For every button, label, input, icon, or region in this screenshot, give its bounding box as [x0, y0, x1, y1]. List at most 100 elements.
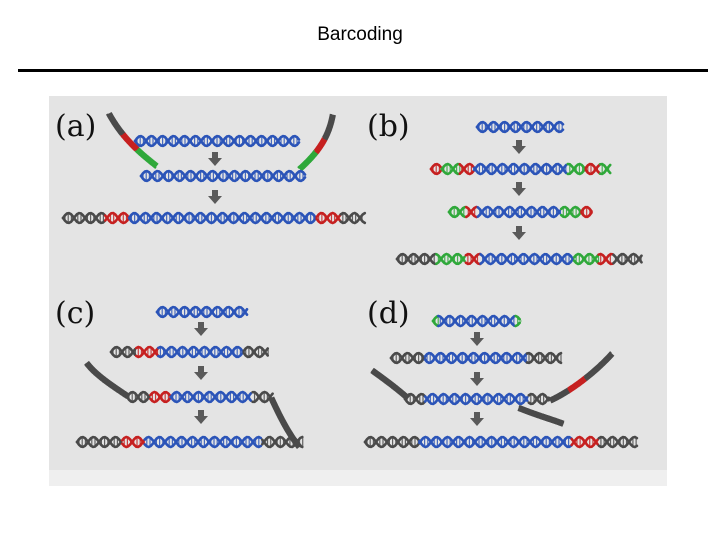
panel-b-product-segment-7 [612, 252, 643, 266]
tail-base [327, 124, 334, 128]
tail-base [402, 392, 407, 398]
tail-base [579, 379, 584, 385]
arrow-shaft [474, 412, 480, 418]
tail-base [94, 370, 100, 376]
tail-base [119, 388, 124, 394]
tail-base [123, 391, 128, 397]
tail-base [312, 151, 318, 156]
tail-base [302, 162, 308, 168]
tail-base [327, 126, 333, 130]
tail-base [555, 395, 560, 401]
strand-top [598, 162, 612, 175]
tail-base [132, 144, 138, 150]
tail-base [285, 430, 292, 435]
tail-base [518, 406, 522, 412]
strand-bottom [339, 211, 367, 225]
tail-base [284, 428, 290, 433]
tail-base [575, 382, 580, 388]
barcoding-diagram: (a) (b) (c) (d) [49, 96, 667, 486]
tail-base [116, 125, 122, 130]
strand-bottom [447, 205, 467, 219]
tail-base [108, 381, 113, 387]
title-divider [18, 69, 708, 72]
tail-base [109, 116, 115, 121]
tail-base [268, 397, 275, 402]
tail-base [564, 390, 569, 396]
strand-top [395, 252, 437, 266]
tail-base [328, 122, 334, 126]
panel-b-arrow-1 [512, 140, 526, 154]
strand-top [315, 211, 342, 225]
tail-base [110, 117, 116, 122]
tail-base [322, 137, 328, 142]
tail-base [111, 383, 117, 389]
tail-base [105, 379, 110, 385]
tail-base [578, 380, 583, 386]
panel-d-right-tail-segment-3 [583, 351, 615, 382]
strand-top [109, 345, 137, 359]
strand-bottom [418, 435, 573, 449]
tail-base [144, 155, 150, 161]
tail-base [110, 118, 116, 123]
tail-base [272, 405, 278, 410]
tail-base [520, 407, 524, 413]
panel-d-annealed [403, 392, 551, 406]
tail-base [606, 355, 612, 360]
tail-base [393, 384, 398, 390]
panel-c-product-segment-1 [75, 435, 123, 449]
tail-base [143, 153, 148, 159]
tail-base [95, 371, 101, 377]
strand-top [423, 392, 529, 406]
panel-d-vector-insert-segment-2 [423, 351, 529, 365]
panel-d-right-tail-segment-2 [567, 375, 587, 394]
panel-b-amplicon-segment-3 [476, 205, 562, 219]
panel-a-left-tail-segment-3 [105, 111, 126, 136]
arrow-shaft [516, 140, 522, 146]
tail-base [599, 362, 604, 368]
arrow-head [512, 232, 526, 240]
strand-top [572, 252, 600, 266]
tail-base [121, 390, 127, 396]
tail-base [133, 145, 139, 151]
tail-base [145, 156, 151, 161]
tail-base [531, 411, 535, 417]
tail-base [273, 407, 279, 411]
strand-top [447, 205, 467, 219]
tail-base [275, 410, 281, 415]
tail-base [536, 413, 540, 419]
panel-d-annealed-segment-3 [527, 392, 551, 406]
panel-c-cut-segment-2 [149, 390, 172, 404]
tail-base [568, 387, 573, 393]
tail-base [84, 360, 90, 366]
tail-base [603, 359, 608, 364]
strand-bottom [570, 435, 599, 449]
tail-base [274, 409, 280, 414]
tail-base [283, 426, 289, 431]
tail-base [96, 372, 102, 378]
panel-a-annealed-insert-segment-1 [139, 169, 307, 183]
strand-bottom [458, 163, 476, 176]
panel-c-ligated-segment-3 [157, 345, 245, 359]
arrow-shaft [516, 182, 522, 188]
tail-base [605, 357, 610, 362]
tail-base [278, 417, 284, 422]
strand-bottom [389, 351, 427, 365]
tail-base [129, 141, 135, 147]
tail-base [122, 391, 127, 397]
strand-top [472, 162, 568, 176]
arrow-head [194, 328, 208, 336]
panel-a-product [61, 211, 367, 225]
tail-base [268, 397, 274, 401]
tail-base [534, 412, 539, 418]
panel-d-product-segment-2 [418, 435, 573, 449]
strand-bottom [475, 120, 565, 134]
tail-base [397, 387, 402, 393]
strand-top [363, 435, 421, 449]
panel-b-amplicon-segment-4 [560, 205, 583, 219]
tail-base [279, 419, 285, 424]
tail-base [116, 126, 122, 131]
tail-base [329, 120, 335, 124]
panel-b-primed [429, 162, 612, 176]
tail-base [150, 159, 155, 165]
panel-b-primed-segment-2 [440, 162, 462, 176]
